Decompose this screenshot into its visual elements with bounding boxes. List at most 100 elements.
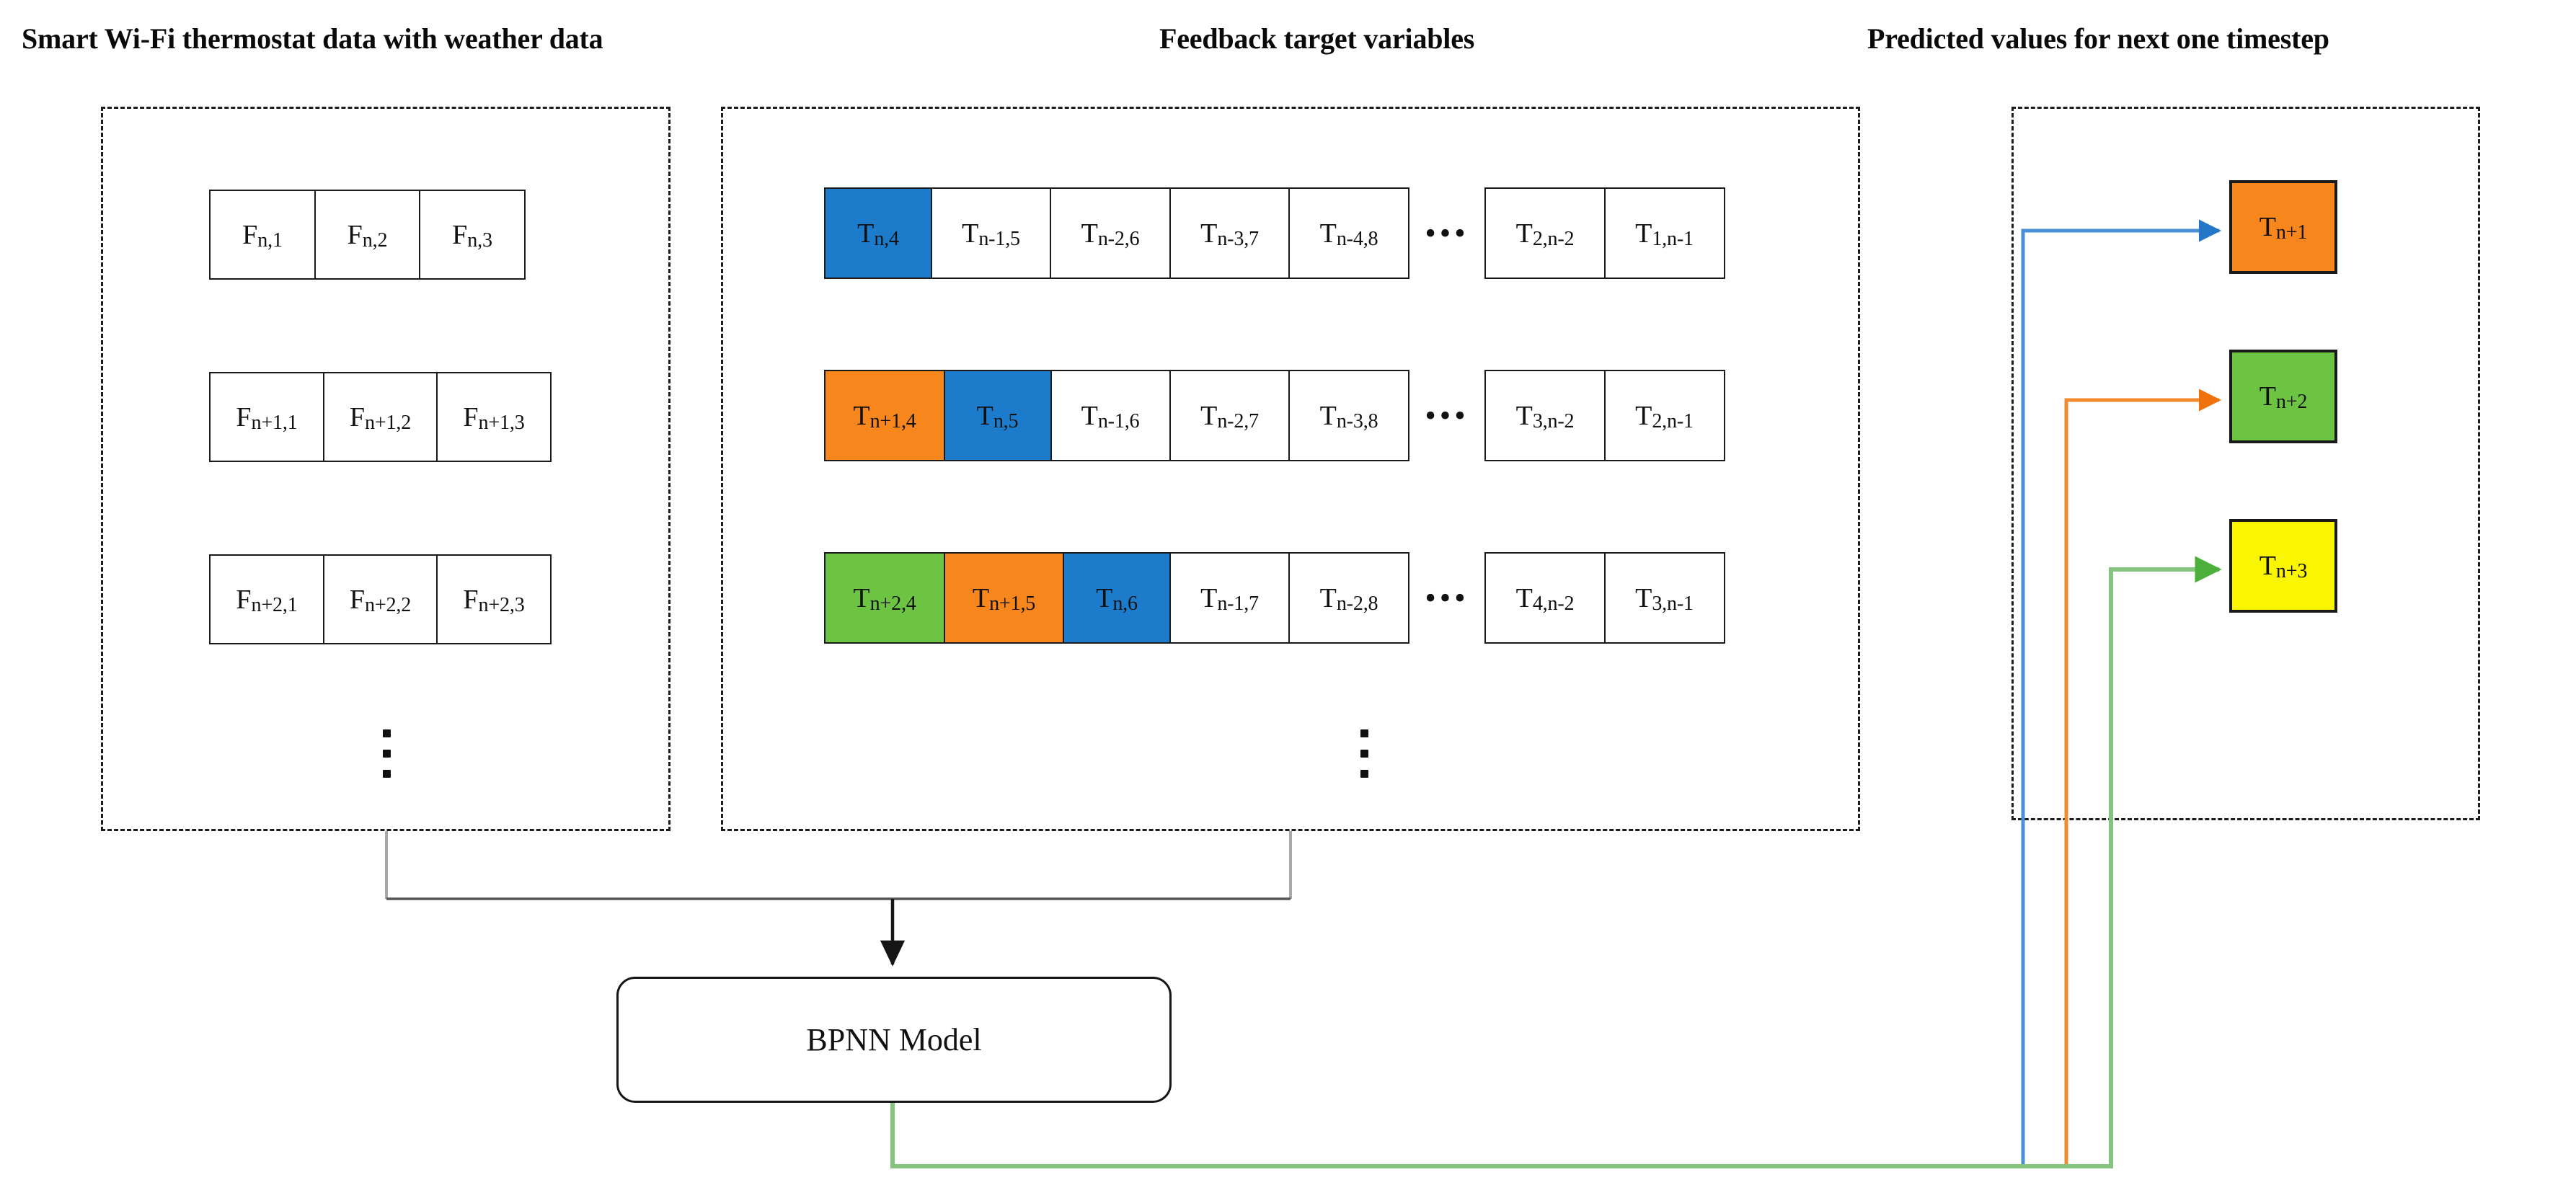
vertical-ellipsis-icon: [381, 729, 391, 778]
bpnn-model-node: BPNN Model: [616, 977, 1172, 1103]
cell-subscript: 3,n-2: [1532, 409, 1575, 432]
cell-subscript: n+2,1: [251, 593, 298, 616]
cell-subscript: n-2,8: [1336, 592, 1378, 615]
cell-symbol: F: [347, 219, 363, 250]
cell-subscript: n-1,6: [1097, 409, 1140, 432]
cell-subscript: n-2,6: [1097, 227, 1140, 250]
cell-symbol: T: [976, 400, 993, 431]
cell-symbol: T: [1319, 400, 1337, 431]
panel-thermostat-data: [101, 107, 670, 831]
heading-left-panel: Smart Wi-Fi thermostat data with weather…: [22, 22, 603, 55]
cell-symbol: F: [242, 219, 258, 250]
cell-subscript: n,3: [467, 228, 492, 252]
cell-symbol: T: [972, 582, 990, 613]
vertical-ellipsis-icon: [1359, 729, 1369, 778]
cell-symbol: F: [452, 219, 468, 250]
cell-symbol: T: [1635, 400, 1652, 431]
cell-subscript: n-1,5: [978, 227, 1020, 250]
cell-subscript: 4,n-2: [1532, 592, 1575, 615]
cell-subscript: 1,n-1: [1652, 227, 1694, 250]
cell-symbol: F: [349, 584, 366, 615]
cell-symbol: T: [1319, 582, 1337, 613]
cell-subscript: 2,n-2: [1532, 227, 1575, 250]
cell-symbol: F: [349, 401, 366, 432]
cell-subscript: n+1,3: [478, 411, 525, 434]
cell-subscript: n,6: [1112, 592, 1138, 615]
cell-symbol: T: [853, 582, 870, 613]
cell-symbol: T: [1515, 218, 1533, 249]
cell-symbol: F: [236, 401, 252, 432]
prediction-subscript: n+1: [2275, 221, 2308, 244]
horizontal-ellipsis-icon: •••: [1425, 397, 1469, 433]
cell-symbol: F: [463, 584, 479, 615]
cell-subscript: n-2,7: [1217, 409, 1259, 432]
cell-symbol: T: [1635, 582, 1652, 613]
cell-subscript: n+1,2: [365, 411, 412, 434]
bpnn-model-label: BPNN Model: [806, 1022, 982, 1057]
cell-subscript: n,1: [257, 228, 283, 252]
cell-symbol: T: [1635, 218, 1652, 249]
prediction-symbol: T: [2259, 212, 2276, 242]
cell-symbol: T: [1515, 582, 1533, 613]
cell-symbol: T: [1081, 400, 1098, 431]
cell-subscript: n,2: [362, 228, 388, 252]
cell-subscript: n-4,8: [1336, 227, 1378, 250]
prediction-symbol: T: [2259, 551, 2276, 581]
cell-subscript: n+2,2: [365, 593, 412, 616]
cell-subscript: n+2,4: [869, 592, 916, 615]
cell-subscript: n-3,8: [1336, 409, 1378, 432]
cell-symbol: T: [1200, 218, 1218, 249]
cell-subscript: 2,n-1: [1652, 409, 1694, 432]
horizontal-ellipsis-icon: •••: [1425, 580, 1469, 616]
cell-subscript: n-1,7: [1217, 592, 1259, 615]
prediction-symbol: T: [2259, 381, 2276, 412]
cell-symbol: T: [962, 218, 979, 249]
cell-subscript: n-3,7: [1217, 227, 1259, 250]
cell-symbol: F: [236, 584, 252, 615]
cell-symbol: F: [463, 401, 479, 432]
cell-symbol: T: [857, 218, 875, 249]
heading-middle-panel: Feedback target variables: [1159, 22, 1475, 55]
cell-subscript: n,4: [874, 227, 899, 250]
heading-right-panel: Predicted values for next one timestep: [1867, 22, 2329, 55]
cell-subscript: n+1,4: [869, 409, 916, 432]
cell-symbol: T: [1096, 582, 1113, 613]
cell-symbol: T: [1200, 400, 1218, 431]
cell-symbol: T: [1081, 218, 1098, 249]
cell-symbol: T: [1515, 400, 1533, 431]
